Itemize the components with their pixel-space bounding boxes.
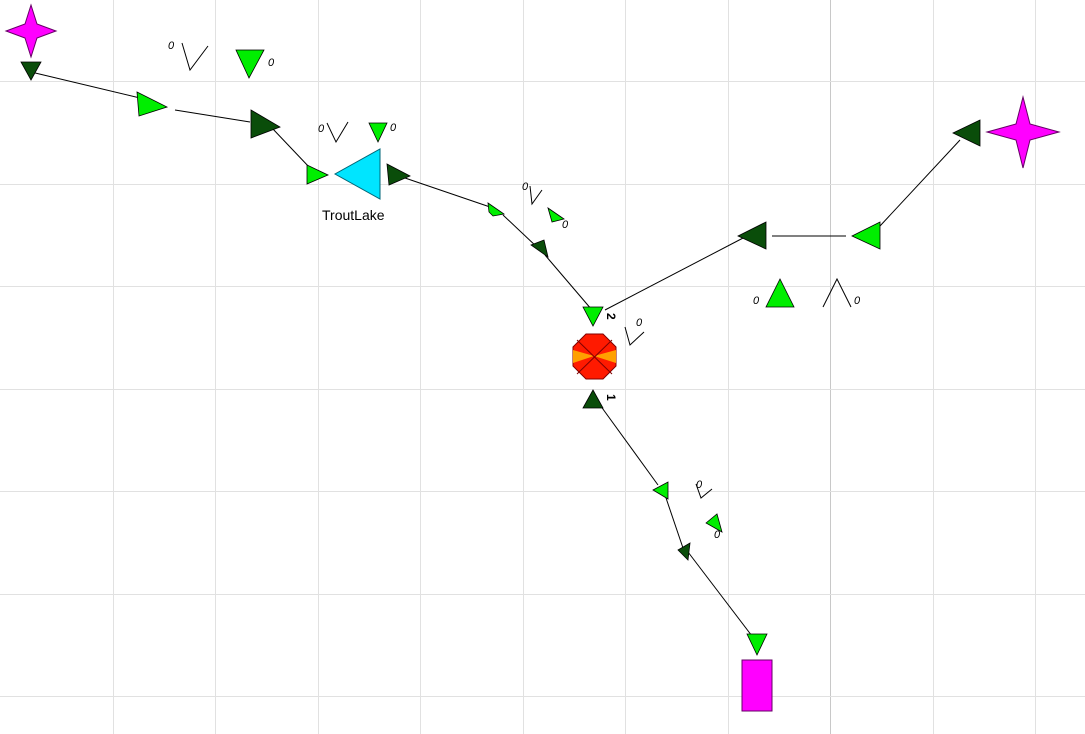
indicator-value: 0 — [390, 122, 397, 134]
reservoir-label: TroutLake — [322, 207, 385, 223]
flow-right-icon[interactable] — [487, 202, 506, 217]
link-source1-reach1[interactable] — [30, 71, 141, 99]
flow-left-icon[interactable] — [737, 221, 767, 250]
caret-indicator-icon — [822, 277, 852, 308]
indicator-triangle-icon — [547, 207, 565, 223]
sink-node-bottom[interactable] — [741, 659, 773, 712]
indicator-value: 0 — [268, 57, 275, 69]
link-reach2-troutlake[interactable] — [271, 127, 311, 169]
indicator-triangle-icon — [368, 122, 388, 143]
flow-down-icon[interactable] — [582, 306, 604, 327]
flow-down-icon[interactable] — [530, 239, 549, 258]
indicator-value: 0 — [696, 479, 703, 491]
source-node-upper-right[interactable] — [985, 95, 1061, 169]
indicator-triangle-icon — [235, 49, 265, 79]
source-node-upper-left[interactable] — [4, 3, 58, 59]
junction-node[interactable]: 2 1 — [572, 313, 618, 401]
flow-down-icon[interactable] — [20, 61, 42, 81]
flow-left-icon[interactable] — [952, 119, 981, 147]
rectangle-icon — [741, 659, 773, 712]
link-down-terminal[interactable] — [687, 551, 753, 637]
indicator-value: 0 — [753, 295, 760, 307]
flow-right-icon[interactable] — [386, 163, 411, 186]
flow-down-icon[interactable] — [677, 542, 691, 561]
flow-left-icon[interactable] — [851, 221, 881, 250]
flow-up-icon[interactable] — [582, 389, 604, 409]
check-indicator-icon — [695, 483, 713, 499]
reservoir-troutlake[interactable]: TroutLake — [322, 148, 385, 223]
reservoir-triangle-icon — [333, 148, 381, 200]
junction-port-bottom: 1 — [604, 394, 618, 401]
junction-cross-right — [594, 350, 616, 363]
link-reach3-junction[interactable] — [502, 214, 539, 249]
star-icon — [985, 95, 1061, 169]
star-icon — [4, 3, 58, 59]
indicator-triangle-icon — [705, 513, 723, 533]
link-junction-right[interactable] — [604, 236, 746, 311]
indicator-value: 0 — [714, 529, 721, 541]
indicator-value: 0 — [318, 123, 325, 135]
link-right-source2[interactable] — [879, 139, 961, 227]
indicator-value: 0 — [562, 219, 569, 231]
junction-port-top: 2 — [604, 313, 618, 320]
flow-right-icon[interactable] — [306, 164, 329, 185]
link-reach3b-junction[interactable] — [544, 254, 593, 311]
indicator-value: 0 — [636, 317, 643, 329]
flow-up-icon[interactable] — [652, 481, 669, 500]
link-down-mid[interactable] — [664, 494, 684, 549]
indicator-triangle-icon — [765, 278, 795, 308]
check-indicator-icon — [326, 121, 349, 144]
indicator-value: 0 — [522, 181, 529, 193]
indicator-value: 0 — [168, 40, 175, 52]
network-links — [30, 71, 961, 637]
check-indicator-icon — [529, 185, 543, 206]
junction-cross-left — [573, 350, 594, 363]
link-troutlake-reach3[interactable] — [404, 177, 494, 209]
flow-right-icon[interactable] — [250, 109, 281, 139]
check-indicator-icon — [181, 42, 209, 72]
flow-down-icon[interactable] — [746, 633, 768, 656]
check-indicator-icon — [624, 326, 645, 346]
flow-right-icon[interactable] — [136, 91, 169, 117]
link-reach1-reach2[interactable] — [174, 109, 251, 123]
indicator-value: 0 — [854, 295, 861, 307]
link-junction-down[interactable] — [599, 404, 659, 486]
